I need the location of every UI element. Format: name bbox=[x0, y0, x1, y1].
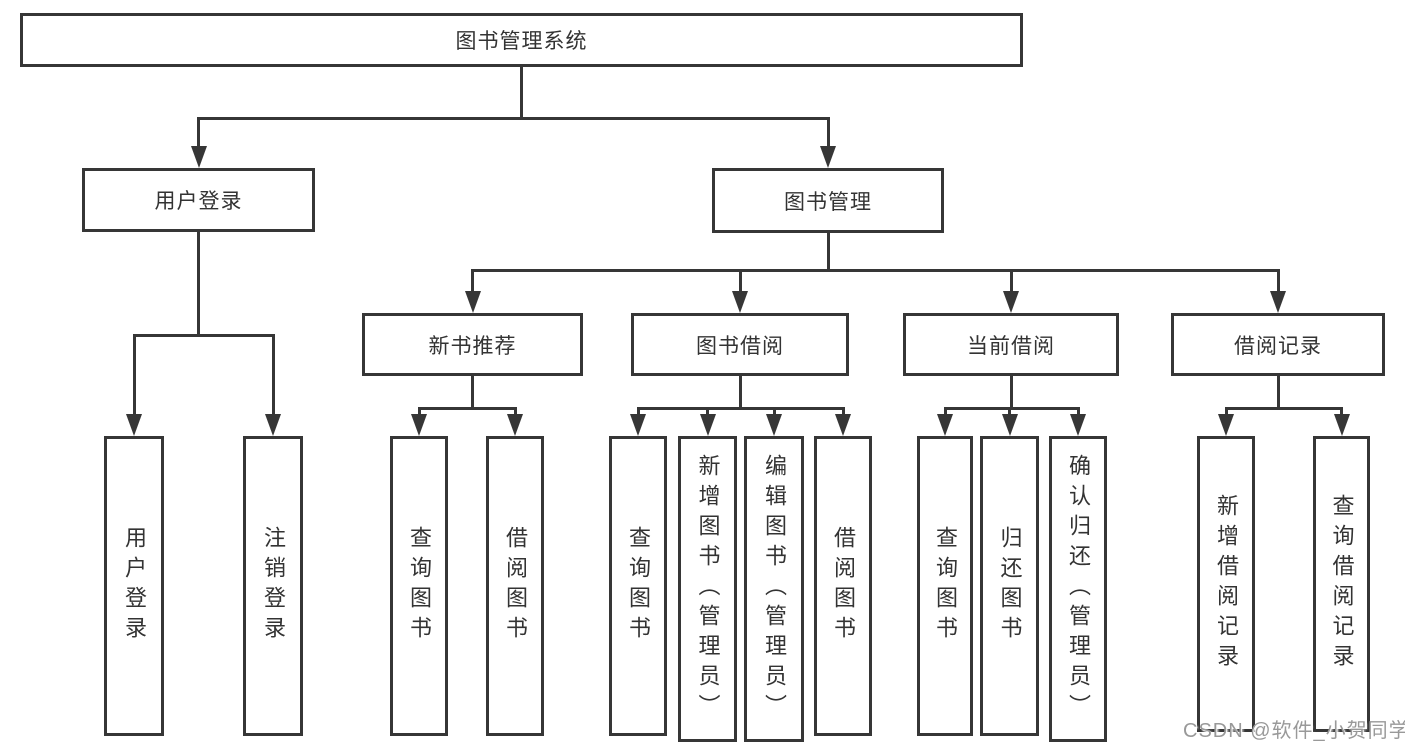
connector-line bbox=[132, 335, 136, 419]
arrow-down-icon bbox=[507, 414, 523, 436]
connector-line bbox=[271, 335, 275, 419]
node-label-book-mgmt: 图书管理 bbox=[784, 190, 872, 214]
node-leaf-bb-add: 新增图书（管理员） bbox=[678, 436, 737, 742]
node-book-mgmt: 图书管理 bbox=[712, 168, 944, 233]
connector-line bbox=[471, 268, 1280, 272]
connector-line bbox=[636, 408, 640, 419]
node-leaf-nb-query: 查询图书 bbox=[390, 436, 448, 736]
node-leaf-nb-borrow: 借阅图书 bbox=[486, 436, 544, 736]
arrow-down-icon bbox=[937, 414, 953, 436]
node-leaf-cb-confirm: 确认归还（管理员） bbox=[1049, 436, 1107, 742]
arrow-down-icon bbox=[1333, 414, 1350, 436]
arrow-down-icon bbox=[1270, 291, 1286, 313]
node-label-root: 图书管理系统 bbox=[455, 30, 588, 53]
connector-line bbox=[471, 374, 474, 409]
node-leaf-rec-query: 查询借阅记录 bbox=[1313, 436, 1370, 732]
arrow-down-icon bbox=[190, 146, 207, 168]
arrow-down-icon bbox=[265, 414, 281, 436]
connector-line bbox=[943, 408, 947, 419]
connector-line bbox=[1009, 374, 1013, 409]
connector-line bbox=[943, 406, 1080, 410]
node-label-leaf-bb-borrow: 借阅图书 bbox=[831, 526, 856, 646]
node-new-book-recommend: 新书推荐 bbox=[362, 313, 583, 376]
arrow-down-icon bbox=[820, 146, 836, 168]
node-label-leaf-bb-edit: 编辑图书（管理员） bbox=[762, 454, 787, 724]
node-current-borrow: 当前借阅 bbox=[903, 313, 1119, 376]
connector-line bbox=[417, 408, 421, 419]
arrow-down-icon bbox=[1070, 414, 1086, 436]
arrow-down-icon bbox=[766, 414, 782, 436]
node-label-leaf-cb-query: 查询图书 bbox=[933, 526, 958, 646]
node-label-leaf-nb-borrow: 借阅图书 bbox=[503, 526, 528, 646]
arrow-down-icon bbox=[630, 414, 646, 436]
connector-line bbox=[513, 408, 517, 419]
node-leaf-bb-edit: 编辑图书（管理员） bbox=[744, 436, 804, 742]
connector-line bbox=[1340, 408, 1343, 419]
arrow-down-icon bbox=[464, 291, 481, 313]
connector-line bbox=[738, 270, 742, 296]
node-label-user-login: 用户登录 bbox=[154, 190, 243, 213]
node-label-leaf-nb-query: 查询图书 bbox=[407, 526, 432, 646]
connector-line bbox=[417, 406, 517, 410]
node-label-leaf-rec-query: 查询借阅记录 bbox=[1329, 494, 1355, 674]
node-label-leaf-logout: 注销登录 bbox=[261, 526, 286, 646]
node-label-current-borrow: 当前借阅 bbox=[967, 334, 1055, 358]
connector-line bbox=[636, 406, 845, 410]
node-label-leaf-cb-return: 归还图书 bbox=[997, 526, 1023, 646]
node-leaf-bb-query: 查询图书 bbox=[609, 436, 667, 736]
arrow-down-icon bbox=[1218, 414, 1234, 436]
node-label-leaf-bb-query: 查询图书 bbox=[626, 526, 651, 646]
arrow-down-icon bbox=[1001, 414, 1018, 436]
connector-line bbox=[1076, 408, 1080, 419]
connector-line bbox=[1224, 408, 1228, 419]
node-leaf-cb-return: 归还图书 bbox=[980, 436, 1039, 736]
connector-line bbox=[1008, 408, 1011, 419]
node-leaf-bb-borrow: 借阅图书 bbox=[814, 436, 872, 736]
node-label-leaf-bb-add: 新增图书（管理员） bbox=[695, 454, 721, 724]
node-label-new-book-recommend: 新书推荐 bbox=[428, 334, 517, 358]
node-leaf-user-login: 用户登录 bbox=[104, 436, 164, 736]
connector-line bbox=[132, 333, 275, 337]
node-user-login: 用户登录 bbox=[82, 168, 315, 232]
connector-line bbox=[1276, 374, 1280, 409]
node-label-leaf-user-login: 用户登录 bbox=[122, 526, 147, 646]
node-book-borrow: 图书借阅 bbox=[631, 313, 849, 376]
arrow-down-icon bbox=[411, 414, 427, 436]
connector-line bbox=[197, 118, 200, 151]
node-label-leaf-rec-add: 新增借阅记录 bbox=[1214, 494, 1239, 674]
connector-line bbox=[1224, 406, 1343, 410]
node-leaf-cb-query: 查询图书 bbox=[917, 436, 973, 736]
connector-line bbox=[706, 408, 709, 419]
connector-line bbox=[841, 408, 845, 419]
arrow-down-icon bbox=[732, 291, 748, 313]
node-root: 图书管理系统 bbox=[20, 13, 1023, 67]
connector-line bbox=[520, 65, 523, 119]
connector-line bbox=[738, 374, 742, 409]
node-label-book-borrow: 图书借阅 bbox=[696, 334, 784, 358]
csdn-watermark: CSDN @软件_小贺同学 bbox=[1183, 720, 1405, 742]
connector-line bbox=[1009, 270, 1013, 296]
node-label-borrow-records: 借阅记录 bbox=[1234, 334, 1322, 358]
connector-line bbox=[826, 231, 830, 271]
connector-line bbox=[471, 270, 474, 296]
connector-line bbox=[772, 408, 776, 419]
connector-line bbox=[197, 230, 200, 336]
node-leaf-logout: 注销登录 bbox=[243, 436, 303, 736]
arrow-down-icon bbox=[835, 414, 851, 436]
arrow-down-icon bbox=[699, 414, 716, 436]
connector-line bbox=[197, 116, 830, 120]
node-leaf-rec-add: 新增借阅记录 bbox=[1197, 436, 1255, 732]
connector-line bbox=[826, 118, 830, 151]
node-label-leaf-cb-confirm: 确认归还（管理员） bbox=[1066, 454, 1091, 724]
node-borrow-records: 借阅记录 bbox=[1171, 313, 1385, 376]
arrow-down-icon bbox=[126, 414, 142, 436]
connector-line bbox=[1276, 270, 1280, 296]
arrow-down-icon bbox=[1003, 291, 1019, 313]
